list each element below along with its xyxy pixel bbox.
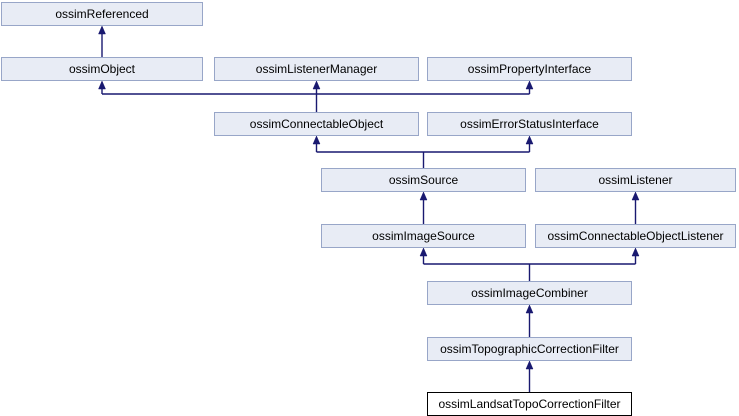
edge-ossimConnectableObjectListener-to-ossimListener xyxy=(631,191,640,224)
edge-ossimTopographicCorrectionFilter-to-ossimImageCombiner xyxy=(525,304,534,337)
edge-ossimObject-to-ossimReferenced xyxy=(98,25,106,57)
class-node-ossimErrorStatusInterface[interactable]: ossimErrorStatusInterface xyxy=(427,112,632,136)
class-node-ossimConnectableObject[interactable]: ossimConnectableObject xyxy=(214,112,419,136)
class-node-ossimLandsatTopoCorrectionFilter: ossimLandsatTopoCorrectionFilter xyxy=(427,392,632,416)
class-node-ossimListener[interactable]: ossimListener xyxy=(535,168,736,192)
class-node-ossimConnectableObjectListener[interactable]: ossimConnectableObjectListener xyxy=(535,224,736,248)
class-node-ossimReferenced[interactable]: ossimReferenced xyxy=(1,2,203,26)
class-node-ossimListenerManager[interactable]: ossimListenerManager xyxy=(214,57,419,81)
edge-ossimImageSource-to-ossimSource xyxy=(419,191,428,224)
class-node-ossimSource[interactable]: ossimSource xyxy=(321,168,526,192)
edge-ossimSource-to-parents xyxy=(312,135,534,168)
edge-ossimImageCombiner-to-parents xyxy=(419,247,640,281)
class-node-ossimTopographicCorrectionFilter[interactable]: ossimTopographicCorrectionFilter xyxy=(427,337,632,361)
class-node-ossimPropertyInterface[interactable]: ossimPropertyInterface xyxy=(427,57,632,81)
edge-ossimConnectableObject-to-parents xyxy=(98,80,534,112)
class-node-ossimImageSource[interactable]: ossimImageSource xyxy=(321,224,526,248)
class-node-ossimObject[interactable]: ossimObject xyxy=(1,57,203,81)
class-node-ossimImageCombiner[interactable]: ossimImageCombiner xyxy=(427,281,632,305)
edge-ossimLandsatTopoCorrectionFilter-to-ossimTopographicCorrectionFilter xyxy=(525,360,534,392)
